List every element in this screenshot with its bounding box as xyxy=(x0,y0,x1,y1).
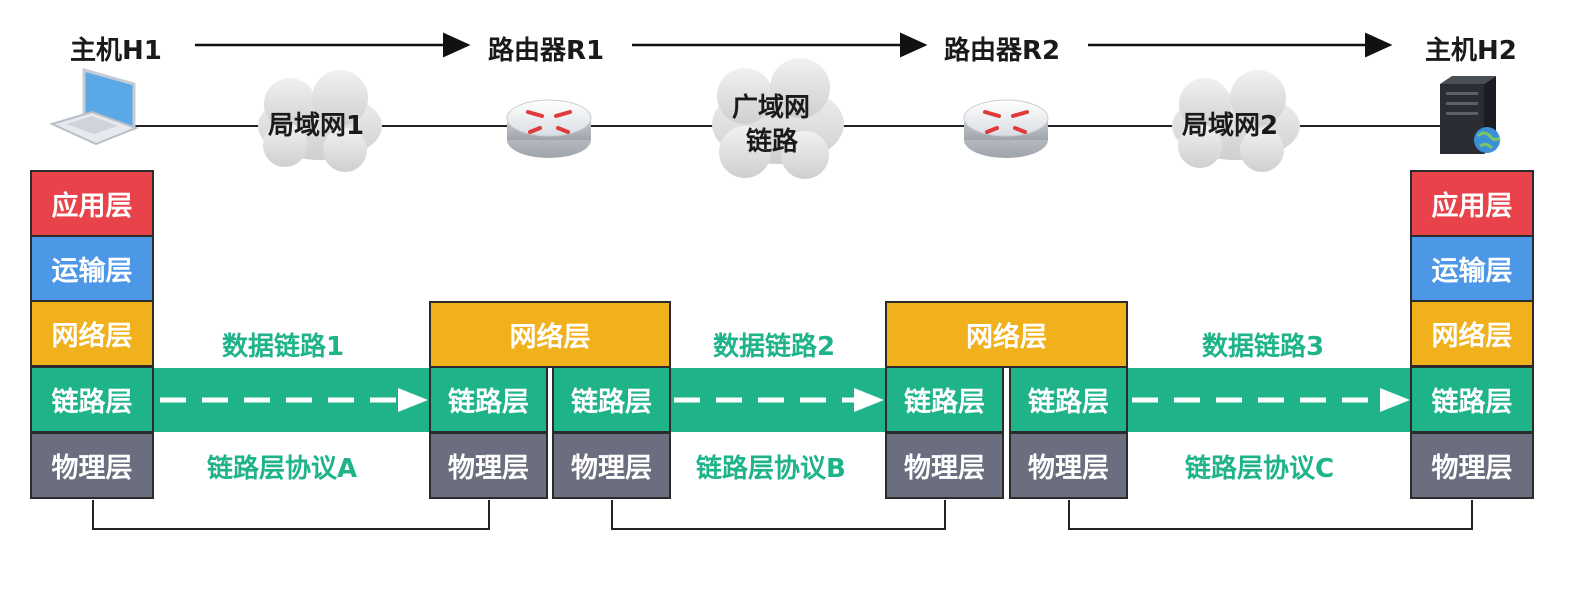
data-link-3-label: 数据链路3 xyxy=(1202,332,1325,362)
arrow-head-icon xyxy=(854,388,884,412)
arrow-head-icon xyxy=(1380,388,1410,412)
protocol-c-label: 链路层协议C xyxy=(1185,454,1335,484)
data-link-2-label: 数据链路2 xyxy=(713,332,836,362)
server-icon xyxy=(1440,76,1501,154)
h2-link-layer: 链路层 xyxy=(1410,366,1534,433)
h2-physical-layer: 物理层 xyxy=(1410,432,1534,499)
cloud-icon xyxy=(1172,70,1300,172)
h2-transport-layer: 运输层 xyxy=(1410,235,1534,302)
r1-link-layer-right: 链路层 xyxy=(552,366,671,433)
h1-application-layer: 应用层 xyxy=(30,170,154,237)
r2-link-layer-left: 链路层 xyxy=(885,366,1004,433)
node-label-h2: 主机H2 xyxy=(1425,36,1517,66)
node-label-r1: 路由器R1 xyxy=(488,36,605,66)
h1-network-layer: 网络层 xyxy=(30,300,154,367)
node-label-h1: 主机H1 xyxy=(70,36,162,66)
protocol-b-label: 链路层协议B xyxy=(696,454,846,484)
cloud-label-wan-1: 广域网 xyxy=(732,93,811,123)
h1-link-layer: 链路层 xyxy=(30,366,154,433)
cloud-label-wan-2: 链路 xyxy=(746,127,799,157)
r2-network-layer: 网络层 xyxy=(885,301,1128,368)
laptop-icon xyxy=(49,68,139,146)
h1-physical-layer: 物理层 xyxy=(30,432,154,499)
phys-connection-1 xyxy=(92,500,490,530)
protocol-a-label: 链路层协议A xyxy=(207,454,358,484)
r2-physical-layer-right: 物理层 xyxy=(1009,432,1128,499)
cloud-icon xyxy=(712,58,844,179)
data-link-1-label: 数据链路1 xyxy=(222,332,345,362)
cloud-icon xyxy=(258,70,382,172)
r1-physical-layer-right: 物理层 xyxy=(552,432,671,499)
r1-network-layer: 网络层 xyxy=(429,301,671,368)
h2-application-layer: 应用层 xyxy=(1410,170,1534,237)
phys-connection-3 xyxy=(1068,500,1473,530)
router-icon xyxy=(506,99,592,158)
r2-link-layer-right: 链路层 xyxy=(1009,366,1128,433)
h2-network-layer: 网络层 xyxy=(1410,300,1534,367)
r1-physical-layer-left: 物理层 xyxy=(429,432,548,499)
node-label-r2: 路由器R2 xyxy=(944,36,1061,66)
arrow-head-icon xyxy=(398,388,428,412)
router-icon xyxy=(963,99,1049,158)
phys-connection-2 xyxy=(611,500,946,530)
cloud-label-lan1: 局域网1 xyxy=(268,111,365,141)
r1-link-layer-left: 链路层 xyxy=(429,366,548,433)
r2-physical-layer-left: 物理层 xyxy=(885,432,1004,499)
cloud-label-lan2: 局域网2 xyxy=(1182,111,1279,141)
h1-transport-layer: 运输层 xyxy=(30,235,154,302)
